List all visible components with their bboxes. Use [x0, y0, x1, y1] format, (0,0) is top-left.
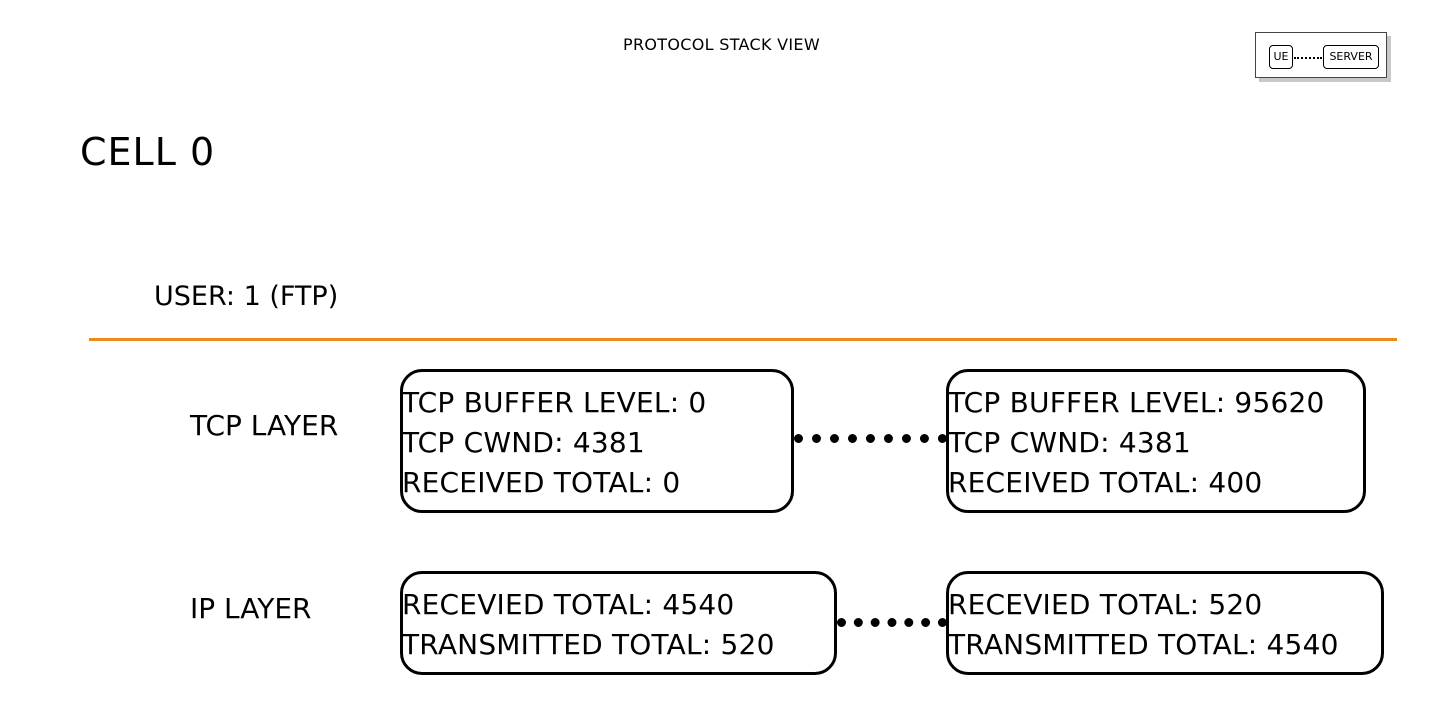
legend-server-node: SERVER: [1323, 45, 1379, 69]
ip-server-stats-box: RECEVIED TOTAL: 520 TRANSMITTED TOTAL: 4…: [946, 571, 1384, 675]
tcp-connector-line: [794, 434, 947, 443]
user-separator-rule: [89, 338, 1397, 341]
tcp-server-received-total: RECEIVED TOTAL: 400: [948, 466, 1263, 499]
ip-ue-stats-box: RECEVIED TOTAL: 4540 TRANSMITTED TOTAL: …: [400, 571, 837, 675]
tcp-ue-buffer-level: TCP BUFFER LEVEL: 0: [402, 386, 707, 419]
tcp-server-stats-box: TCP BUFFER LEVEL: 95620 TCP CWND: 4381 R…: [946, 369, 1366, 513]
tcp-ue-received-total: RECEIVED TOTAL: 0: [402, 466, 681, 499]
tcp-ue-stats-box: TCP BUFFER LEVEL: 0 TCP CWND: 4381 RECEI…: [400, 369, 794, 513]
ip-server-received-total: RECEVIED TOTAL: 520: [948, 588, 1263, 621]
ip-layer-label: IP LAYER: [190, 592, 312, 625]
ip-server-transmitted-total: TRANSMITTED TOTAL: 4540: [948, 628, 1339, 661]
legend: UE SERVER: [1255, 32, 1387, 78]
ip-connector-line: [837, 618, 947, 627]
legend-ue-node: UE: [1269, 45, 1293, 69]
legend-connector-line: [1294, 57, 1322, 59]
tcp-server-buffer-level: TCP BUFFER LEVEL: 95620: [948, 386, 1325, 419]
tcp-layer-label: TCP LAYER: [190, 409, 339, 442]
ip-ue-transmitted-total: TRANSMITTED TOTAL: 520: [402, 628, 775, 661]
ip-ue-received-total: RECEVIED TOTAL: 4540: [402, 588, 735, 621]
tcp-ue-cwnd: TCP CWND: 4381: [402, 426, 645, 459]
user-label: USER: 1 (FTP): [154, 281, 339, 312]
page-title: PROTOCOL STACK VIEW: [623, 35, 820, 54]
cell-title: CELL 0: [80, 130, 216, 174]
tcp-server-cwnd: TCP CWND: 4381: [948, 426, 1191, 459]
